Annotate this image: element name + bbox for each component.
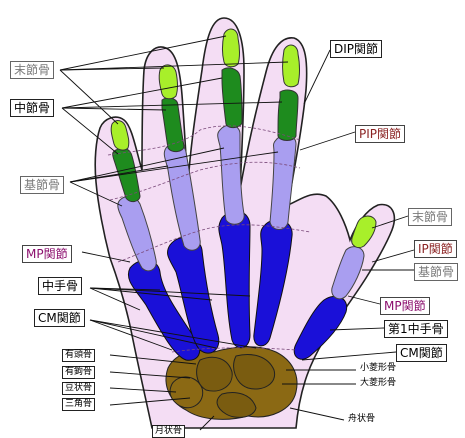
label-trapezium: 大菱形骨	[358, 378, 398, 389]
label-proximal-phalanx: 基節骨	[20, 176, 64, 194]
label-trapezoid: 小菱形骨	[358, 363, 398, 374]
label-middle-phalanx: 中節骨	[10, 99, 54, 117]
label-pisiform: 豆状骨	[62, 382, 95, 395]
label-cm-joint: CM関節	[34, 309, 85, 327]
label-dip-joint: DIP関節	[330, 40, 382, 58]
label-thumb-distal-phalanx: 末節骨	[408, 208, 452, 226]
label-hamate: 有鉤骨	[62, 366, 95, 379]
label-thumb-mp-joint: MP関節	[380, 297, 430, 315]
label-scaphoid: 舟状骨	[346, 414, 377, 425]
label-capitate: 有頭骨	[62, 349, 95, 362]
label-lunate: 月状骨	[152, 425, 185, 438]
label-thumb-cm-joint: CM関節	[396, 344, 447, 362]
label-first-metacarpal: 第1中手骨	[384, 320, 448, 338]
label-mp-joint: MP関節	[22, 245, 72, 263]
label-metacarpal: 中手骨	[38, 277, 82, 295]
label-pip-joint: PIP関節	[355, 125, 405, 143]
label-triquetrum: 三角骨	[62, 398, 95, 411]
label-distal-phalanx: 末節骨	[10, 61, 54, 79]
label-thumb-proximal-phalanx: 基節骨	[414, 263, 458, 281]
label-ip-joint: IP関節	[414, 240, 457, 258]
